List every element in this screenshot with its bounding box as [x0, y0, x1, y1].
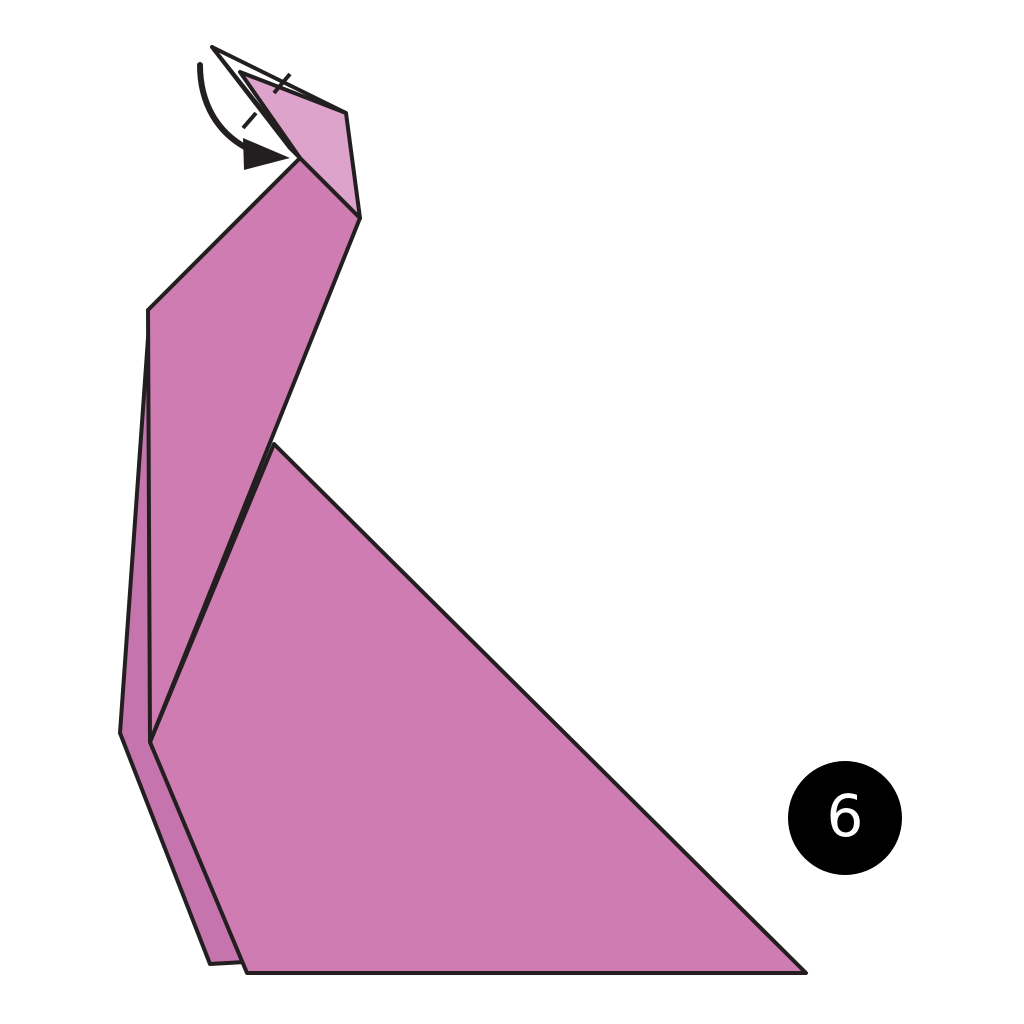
step-number: 6: [826, 782, 864, 850]
beak-edge: [211, 45, 347, 115]
curved-arrow-icon: [197, 62, 258, 155]
body-flap: [148, 442, 808, 975]
fold-line-dash-1: [241, 111, 258, 130]
fold-line-dash-2: [272, 72, 292, 95]
step-badge: 6: [788, 761, 902, 875]
beak-tip: [210, 45, 302, 160]
arrow-head-icon: [243, 138, 290, 170]
